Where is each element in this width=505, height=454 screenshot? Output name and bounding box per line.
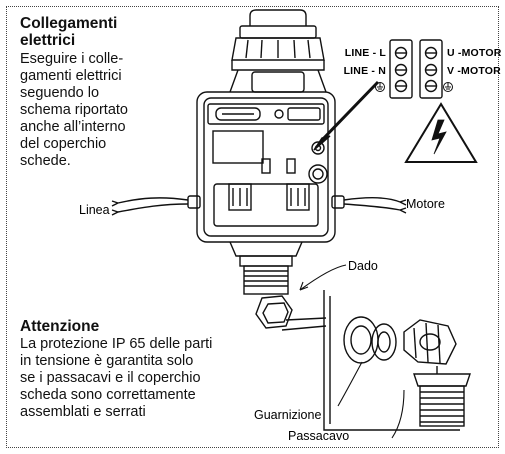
label-guarnizione: Guarnizione [254,408,321,422]
line-wires [111,197,189,216]
ground-symbol-icon [375,82,453,92]
terminal-label-v-motor: V -MOTOR [447,65,501,77]
terminal-pointer-arrow [313,80,380,151]
electrical-title-line2: elettrici [20,32,76,49]
page-frame [6,6,499,448]
label-passacavo: Passacavo [288,429,349,443]
electrical-body-line: anche all’interno [20,119,126,135]
attention-body-line: La protezione IP 65 delle parti [20,336,213,352]
fitting-assembly [255,290,471,431]
electrical-body-line: Eseguire i colle- [20,51,124,67]
electrical-body-line: schema riportato [20,102,128,118]
terminal-block [389,39,443,99]
terminal-label-line-l: LINE - L [345,47,387,59]
attention-body-line: se i passacavi e il coperchio [20,370,201,386]
controller-body [187,91,345,243]
controller-fitting [229,241,303,295]
attention-body-line: scheda sono correttamente [20,387,196,403]
controller-cap [229,9,327,93]
motor-wires [343,197,407,214]
terminal-label-u-motor: U -MOTOR [447,47,502,59]
high-voltage-warning-icon [404,102,478,163]
label-dado: Dado [348,259,378,273]
label-linea: Linea [79,203,110,217]
electrical-body-line: seguendo lo [20,85,100,101]
attention-body-line: assemblati e serrati [20,404,146,420]
electrical-body-line: del coperchio [20,136,107,152]
electrical-body-line: schede. [20,153,71,169]
label-leaders [299,264,405,439]
electrical-body-line: gamenti elettrici [20,68,122,84]
terminal-label-line-n: LINE - N [344,65,386,77]
label-motore: Motore [406,197,445,211]
electrical-title-line1: Collegamenti [20,15,118,32]
attention-title: Attenzione [20,318,100,335]
attention-body-line: in tensione è garantita solo [20,353,194,369]
